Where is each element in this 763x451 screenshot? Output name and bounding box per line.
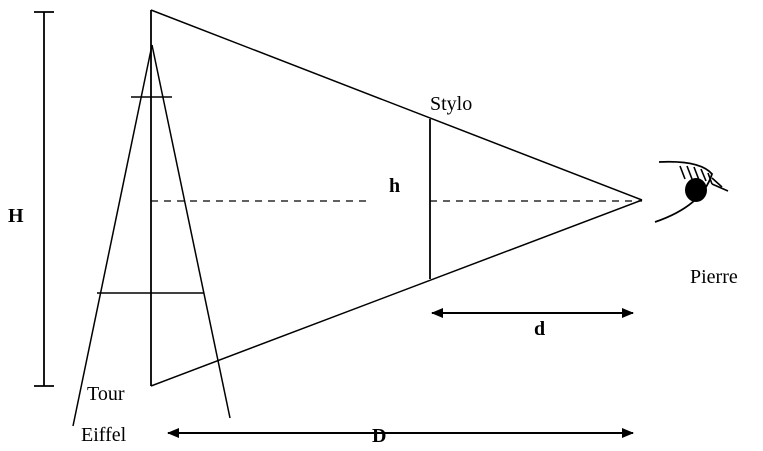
tower-left-leg: [72, 44, 153, 427]
H-label: H: [8, 205, 24, 227]
h-label: h: [389, 175, 400, 197]
stylo-label: Stylo: [430, 93, 472, 115]
sight-line-bottom: [150, 199, 643, 387]
pierre-label: Pierre: [690, 266, 738, 288]
D-label: D: [372, 425, 386, 446]
sight-line-top: [150, 9, 643, 201]
d-label: d: [534, 318, 545, 340]
tower-right-leg: [151, 44, 231, 419]
eiffel-label: Eiffel: [81, 424, 127, 446]
tour-label: Tour: [87, 383, 125, 405]
eye-icon: [654, 160, 729, 223]
